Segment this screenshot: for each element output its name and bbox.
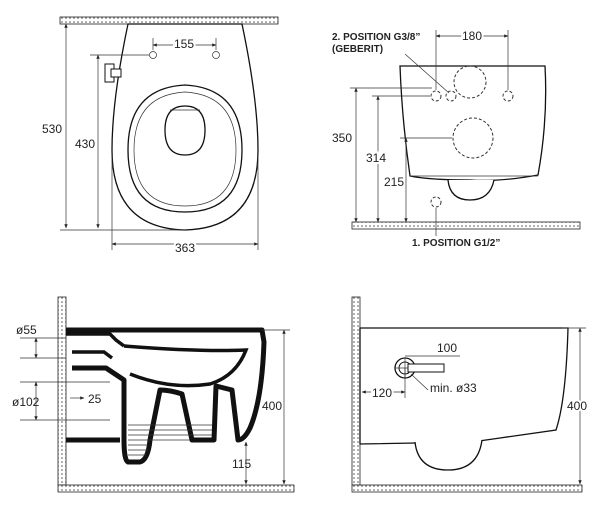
side-body-outline	[359, 327, 569, 445]
front-g12-position	[430, 196, 442, 208]
top-wall	[59, 16, 279, 25]
front-dim-314: 314	[366, 151, 386, 165]
side-wall	[351, 296, 361, 486]
front-dim-215: 215	[384, 175, 404, 189]
front-view: 180 2. POSITION G3/8” (GEBERIT) 1. POSIT…	[332, 27, 581, 249]
top-dim-width: 363	[175, 241, 195, 255]
front-bolt-hole-left	[430, 90, 442, 102]
front-floor	[351, 221, 581, 230]
front-bolt-hole-right	[502, 90, 514, 102]
section-bowl-inner	[123, 344, 249, 388]
front-g38-position	[445, 90, 457, 102]
top-bowl-opening	[164, 105, 206, 156]
top-dim-holes: 155	[174, 37, 194, 51]
section-floor	[57, 484, 295, 493]
section-dim-d55: ø55	[16, 323, 37, 337]
front-label-g38-line1: 2. POSITION G3/8”	[332, 32, 420, 43]
section-water-seal	[128, 424, 212, 456]
side-dim-100: 100	[437, 341, 457, 355]
top-bolt-hole-right	[212, 51, 220, 59]
top-dim-length: 530	[42, 122, 62, 136]
front-body-outline	[399, 65, 547, 182]
side-floor	[351, 484, 583, 493]
side-inlet-pipe	[407, 363, 445, 373]
front-outlet-dashed	[452, 117, 494, 159]
section-wall	[57, 296, 67, 486]
side-trap-bulge	[414, 439, 483, 471]
section-view: ø55 ø102 25 400 115	[12, 296, 295, 493]
section-dim-d102: ø102	[12, 395, 40, 409]
top-dim-inner: 430	[75, 137, 95, 151]
section-dim-25: 25	[88, 392, 102, 406]
side-dim-min33: min. ø33	[430, 381, 477, 395]
front-dim-180: 180	[462, 29, 482, 43]
section-dim-115: 115	[232, 457, 251, 471]
top-inner-rim	[133, 91, 237, 207]
section-ceramic-outer	[66, 327, 267, 465]
side-view: 100 120 min. ø33 400	[351, 296, 589, 493]
top-bolt-hole-left	[149, 51, 157, 59]
section-dim-400: 400	[262, 399, 282, 413]
front-trap-bulge	[447, 179, 495, 201]
section-rim	[66, 332, 126, 360]
front-inlet-dashed	[453, 65, 487, 99]
front-label-g38-line2: (GEBERIT)	[332, 44, 383, 55]
front-dim-350: 350	[332, 131, 352, 145]
side-dim-400: 400	[567, 399, 587, 413]
top-view: 155 530 430 363	[42, 16, 279, 257]
front-label-g12: 1. POSITION G1/2”	[412, 238, 500, 249]
side-dim-120: 120	[372, 386, 392, 400]
